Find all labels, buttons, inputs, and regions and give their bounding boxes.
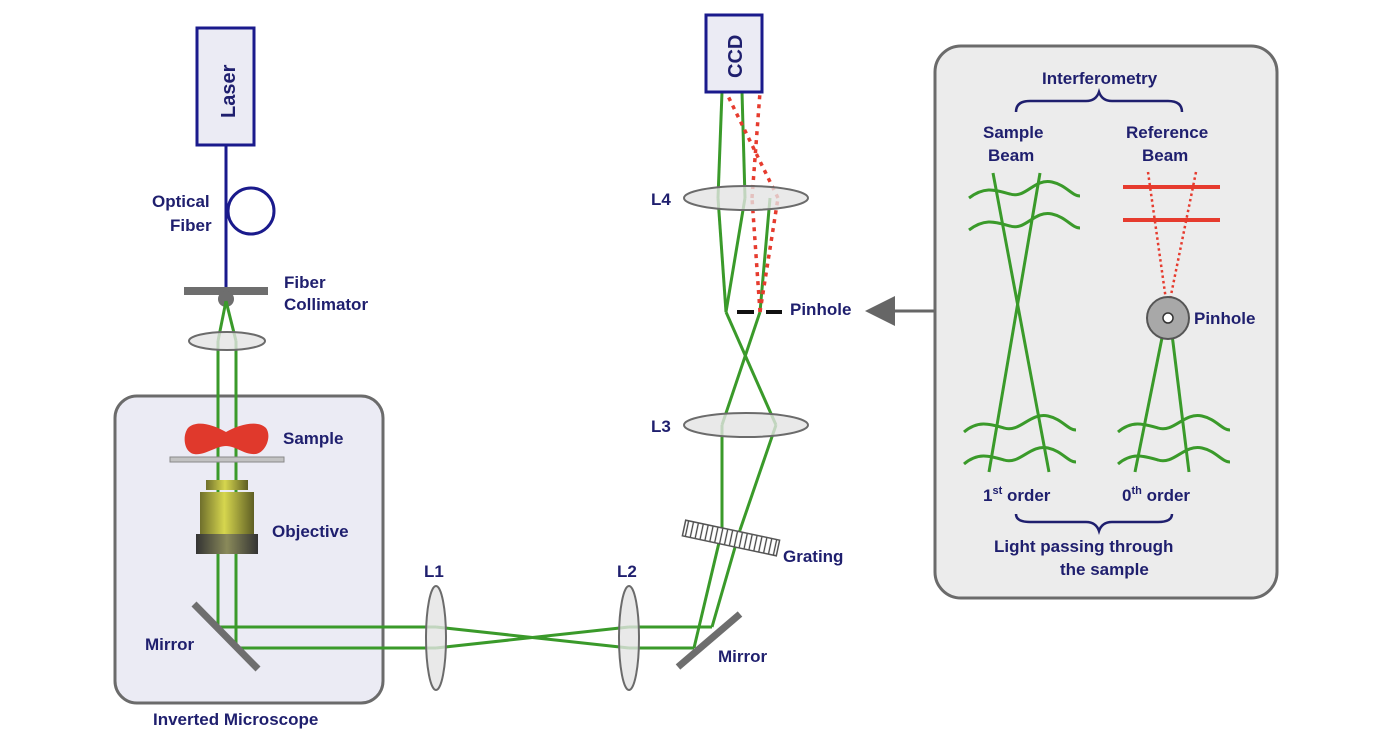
lens-l1-label: L1: [424, 562, 444, 581]
left-mirror-label: Mirror: [145, 635, 195, 654]
pinhole-label: Pinhole: [790, 300, 851, 319]
fiber-collimator-label-2: Collimator: [284, 295, 368, 314]
inset-zeroth-order-label: 0th order: [1122, 485, 1190, 505]
optical-fiber-label-1: Optical: [152, 192, 210, 211]
fiber-collimator-point: [218, 291, 234, 307]
objective-lens: [196, 480, 258, 554]
inset-pinhole-hole: [1162, 312, 1174, 324]
collimator-lens: [188, 331, 266, 351]
right-mirror: [675, 611, 743, 670]
inset-reference-beam-2: Beam: [1142, 146, 1188, 165]
interferometry-inset: [933, 44, 1279, 600]
left-mirror: [191, 601, 261, 672]
lens-l2-label: L2: [617, 562, 637, 581]
sample-shape: [184, 423, 269, 455]
laser-label: Laser: [218, 64, 240, 118]
sample-stage: [169, 456, 285, 463]
lens-l2: [618, 585, 640, 691]
inverted-microscope-label: Inverted Microscope: [153, 710, 318, 729]
lens-l3: [683, 412, 809, 438]
inset-pinhole-label: Pinhole: [1194, 309, 1255, 328]
lens-l4-label: L4: [651, 190, 671, 209]
inset-reference-beam-1: Reference: [1126, 123, 1208, 142]
ccd-box: [704, 13, 764, 94]
grating-label: Grating: [783, 547, 843, 566]
inset-sample-beam-drawing: [963, 172, 1081, 473]
fiber-collimator-label-1: Fiber: [284, 273, 326, 292]
inset-light-passing-2: the sample: [1060, 560, 1149, 579]
lens-l4: [683, 185, 809, 211]
inset-reference-beam-drawing: [1117, 171, 1231, 473]
inset-bottom-brace: [1014, 513, 1174, 535]
objective-label: Objective: [272, 522, 349, 541]
lens-l1: [425, 585, 447, 691]
inset-light-passing-1: Light passing through: [994, 537, 1173, 556]
lens-l3-label: L3: [651, 417, 671, 436]
inset-title-brace: [1014, 88, 1184, 113]
right-mirror-label: Mirror: [718, 647, 768, 666]
inset-first-order-label: 1st order: [983, 485, 1051, 505]
reference-beam-path: [724, 91, 780, 313]
inset-sample-beam-2: Beam: [988, 146, 1034, 165]
grating: [681, 519, 781, 557]
sample-label: Sample: [283, 429, 343, 448]
optical-fiber-label-2: Fiber: [170, 216, 212, 235]
inset-sample-beam-1: Sample: [983, 123, 1043, 142]
laser-box: [195, 26, 256, 147]
optical-fiber-loop: [226, 186, 276, 236]
ccd-label: CCD: [725, 35, 747, 78]
inset-title: Interferometry: [1042, 69, 1158, 88]
